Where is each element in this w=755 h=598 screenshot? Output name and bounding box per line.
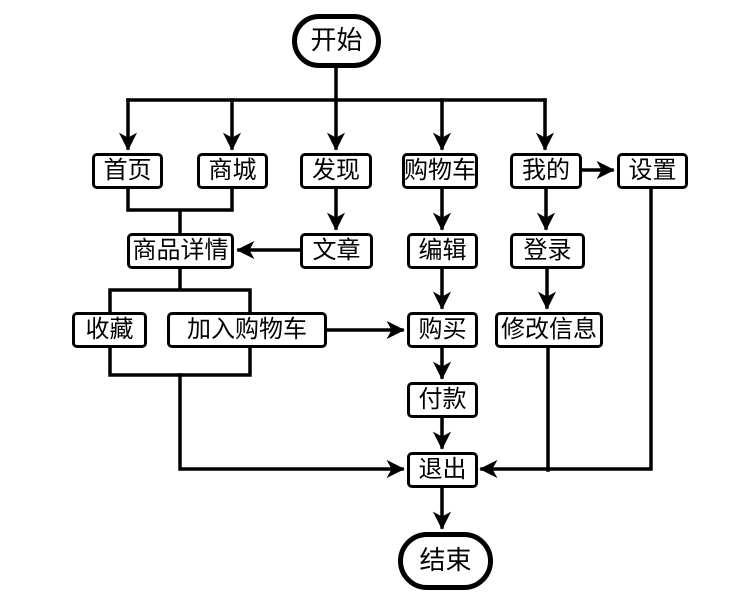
- edge-detail-split: [108, 266, 252, 315]
- edge-fav-addcart-merge: [108, 345, 252, 377]
- node-settings-label: 设置: [628, 158, 677, 184]
- node-product-detail-label: 商品详情: [132, 238, 229, 264]
- node-modify-info-label: 修改信息: [501, 317, 597, 343]
- node-pay-label: 付款: [418, 387, 467, 413]
- node-buy: 购买: [407, 312, 478, 348]
- node-favorite-label: 收藏: [85, 317, 134, 343]
- node-discover: 发现: [300, 153, 372, 189]
- node-login: 登录: [510, 233, 585, 269]
- node-start: 开始: [292, 14, 381, 68]
- node-exit: 退出: [407, 452, 478, 488]
- edge-settings-exit: [479, 186, 653, 479]
- node-cart: 购物车: [402, 153, 478, 189]
- node-add-to-cart: 加入购物车: [167, 312, 327, 348]
- node-mall: 商城: [197, 153, 268, 189]
- node-cart-label: 购物车: [404, 158, 476, 184]
- node-discover-label: 发现: [312, 158, 360, 184]
- edge-home-mall-merge: [126, 186, 234, 236]
- node-edit: 编辑: [407, 233, 478, 269]
- node-home-label: 首页: [103, 158, 152, 184]
- node-mine: 我的: [510, 153, 582, 189]
- node-mine-label: 我的: [522, 158, 570, 184]
- node-article: 文章: [300, 233, 373, 269]
- node-add-to-cart-label: 加入购物车: [187, 317, 307, 343]
- node-settings: 设置: [617, 153, 688, 189]
- node-home: 首页: [92, 153, 163, 189]
- node-end-label: 结束: [419, 546, 472, 575]
- node-modify-info: 修改信息: [495, 312, 603, 348]
- node-product-detail: 商品详情: [127, 233, 234, 269]
- node-pay: 付款: [407, 382, 478, 418]
- node-login-label: 登录: [523, 238, 572, 264]
- node-buy-label: 购买: [418, 317, 467, 343]
- node-mall-label: 商城: [208, 158, 257, 184]
- node-edit-label: 编辑: [418, 238, 467, 264]
- edge-left-exit: [178, 373, 405, 479]
- node-start-label: 开始: [310, 26, 363, 55]
- node-article-label: 文章: [312, 238, 361, 264]
- node-exit-label: 退出: [418, 457, 467, 483]
- node-end: 结束: [398, 532, 493, 590]
- node-favorite: 收藏: [72, 312, 147, 348]
